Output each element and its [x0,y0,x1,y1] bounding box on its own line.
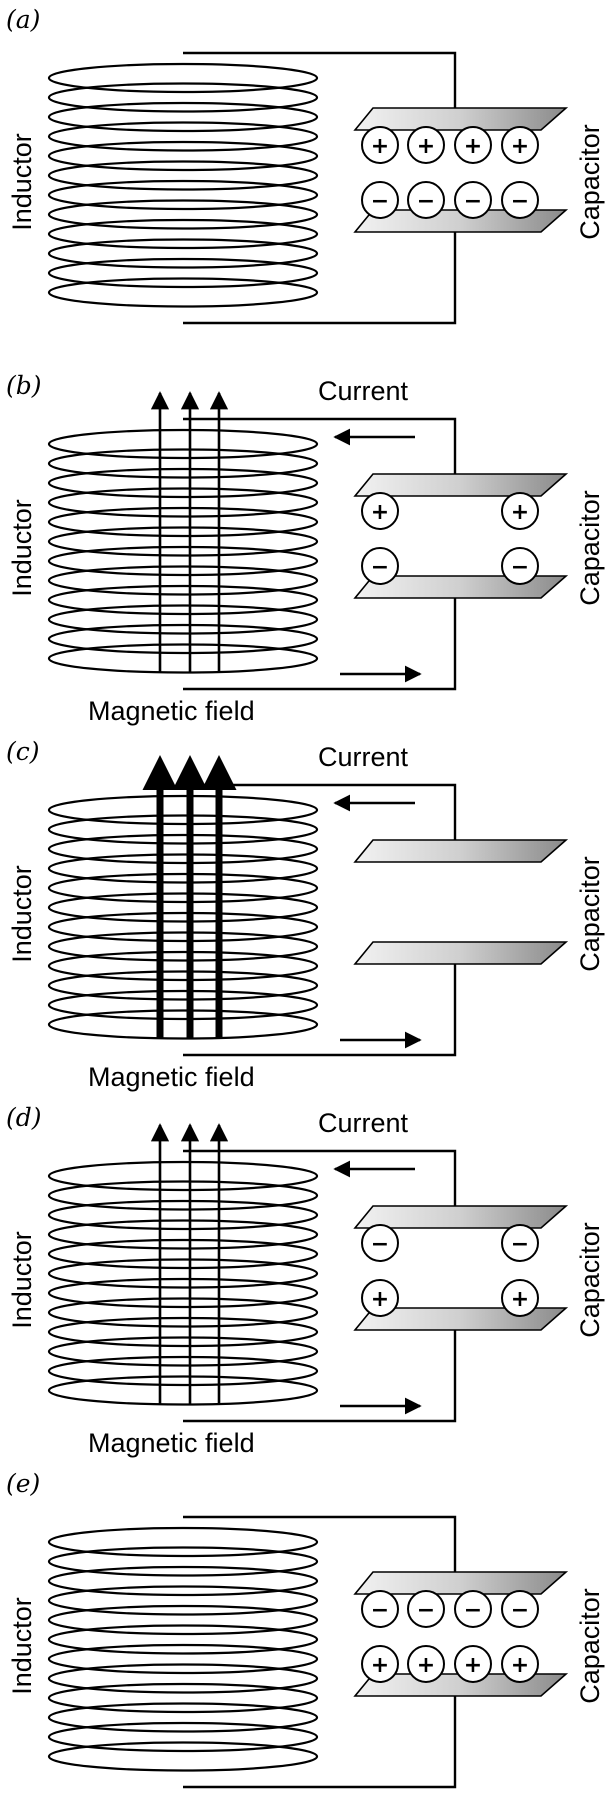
panel-d: (d) Inductor Capacitor − − + + CurrentMagnetic … [6,1103,605,1458]
panel-label: (d) [6,1103,42,1132]
current-label: Current [318,376,409,406]
capacitor-bottom-plate [353,941,569,965]
panel-label: (a) [6,5,40,34]
panel-label: (c) [6,737,40,766]
inductor-coil [47,62,319,308]
capacitor-top-plate [353,473,569,497]
current-label: Current [318,742,409,772]
capacitor-top-plate [353,839,569,863]
svg-text:+: + [511,1653,529,1678]
top-plate-charge: + [361,492,399,530]
svg-text:−: − [464,1598,482,1623]
inductor-label: Inductor [7,1231,37,1329]
magnetic-field-arrows [150,1123,229,1404]
magnetic-field-label: Magnetic field [88,1062,255,1092]
inductor-coil [47,428,319,674]
svg-text:−: − [417,189,435,214]
svg-text:+: + [371,134,389,159]
panel-e: (e) Inductor Capacitor − − − − + + + + [6,1469,605,1789]
bottom-plate-charge: − [361,181,399,219]
svg-text:−: − [511,1232,529,1257]
panel-label: (b) [6,371,42,400]
svg-text:−: − [371,555,389,580]
bottom-plate-charge: − [501,181,539,219]
top-plate-charge: + [407,126,445,164]
svg-text:+: + [417,134,435,159]
bottom-plate-charge: − [361,547,399,585]
svg-text:−: − [511,189,529,214]
magnetic-field-label: Magnetic field [88,1428,255,1458]
current-label: Current [318,1108,409,1138]
bottom-plate-charge: + [501,1645,539,1683]
circuit-wire [183,1515,457,1789]
top-plate-charge: + [501,492,539,530]
capacitor-label: Capacitor [575,856,605,972]
capacitor-top-plate [353,1571,569,1595]
top-plate-charge: − [361,1224,399,1262]
inductor-coil [47,794,319,1040]
svg-text:−: − [511,555,529,580]
svg-text:+: + [371,1653,389,1678]
svg-text:+: + [464,1653,482,1678]
magnetic-field-label: Magnetic field [88,696,255,726]
inductor-label: Inductor [7,133,37,231]
circuit-wire [183,417,457,691]
capacitor-label: Capacitor [575,490,605,606]
inductor-coil [47,1526,319,1772]
inductor-label: Inductor [7,499,37,597]
circuit-wire [183,1149,457,1423]
bottom-plate-charge: + [407,1645,445,1683]
capacitor-label: Capacitor [575,1222,605,1338]
capacitor-top-plate [353,107,569,131]
bottom-plate-charge: + [361,1279,399,1317]
svg-text:+: + [417,1653,435,1678]
svg-text:+: + [511,500,529,525]
top-plate-charge: − [501,1590,539,1628]
panel-b: (b) Inductor Capacitor + + − − CurrentMagnetic … [6,371,605,726]
bottom-plate-charge: − [501,547,539,585]
bottom-plate-charge: + [454,1645,492,1683]
inductor-coil [47,1160,319,1406]
svg-text:−: − [371,1598,389,1623]
top-plate-charge: + [361,126,399,164]
svg-text:+: + [371,1287,389,1312]
panel-a: (a) Inductor Capacitor + + + + − − − − [6,5,605,325]
capacitor-label: Capacitor [575,1588,605,1704]
top-plate-charge: + [501,126,539,164]
svg-text:−: − [464,189,482,214]
svg-text:+: + [511,1287,529,1312]
magnetic-field-arrows [142,755,237,1038]
svg-text:+: + [511,134,529,159]
circuit-wire [183,51,457,325]
bottom-plate-charge: + [361,1645,399,1683]
svg-text:+: + [371,500,389,525]
svg-text:+: + [464,134,482,159]
capacitor-label: Capacitor [575,124,605,240]
panel-label: (e) [6,1469,40,1498]
svg-text:−: − [371,1232,389,1257]
bottom-plate-charge: − [407,181,445,219]
capacitor-top-plate [353,1205,569,1229]
top-plate-charge: − [501,1224,539,1262]
svg-text:−: − [371,189,389,214]
bottom-plate-charge: + [501,1279,539,1317]
inductor-label: Inductor [7,1597,37,1695]
top-plate-charge: − [407,1590,445,1628]
magnetic-field-arrows [150,391,229,672]
top-plate-charge: + [454,126,492,164]
svg-text:−: − [511,1598,529,1623]
bottom-plate-charge: − [454,181,492,219]
inductor-label: Inductor [7,865,37,963]
top-plate-charge: − [454,1590,492,1628]
svg-text:−: − [417,1598,435,1623]
top-plate-charge: − [361,1590,399,1628]
circuit-wire [183,783,457,1057]
